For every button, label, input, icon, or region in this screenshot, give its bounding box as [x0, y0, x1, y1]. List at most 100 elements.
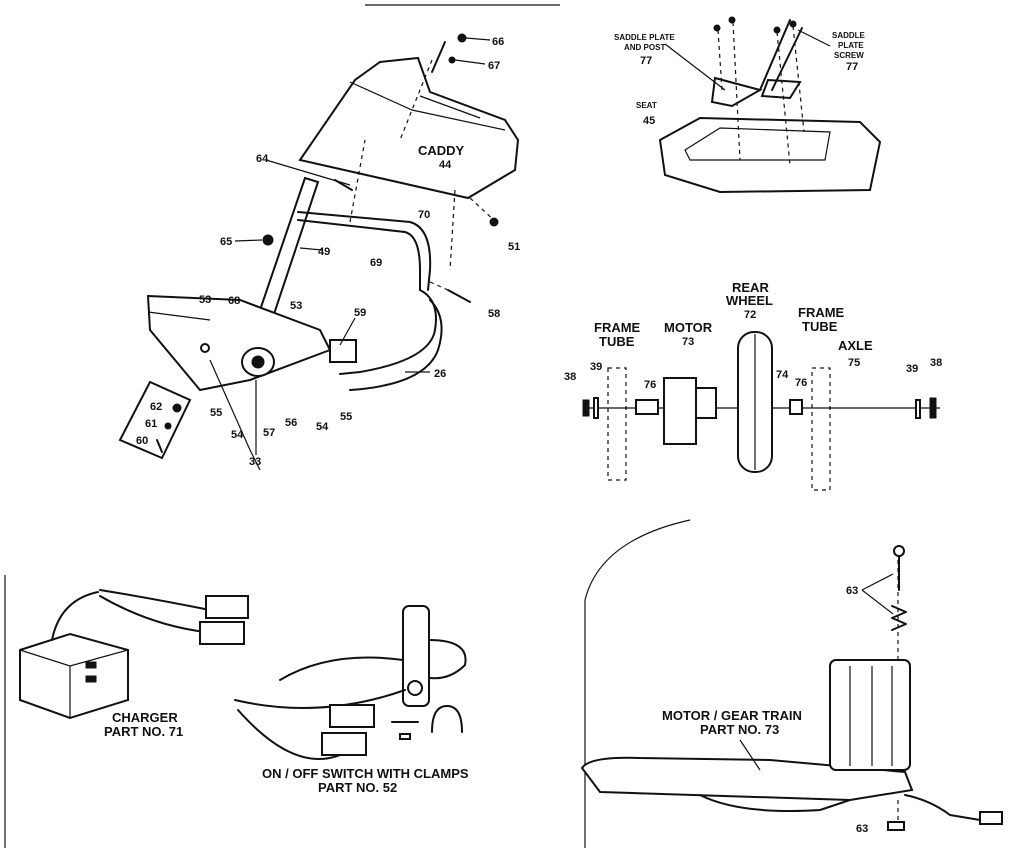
seat-label: SEAT	[636, 101, 657, 110]
washer-61	[164, 422, 172, 430]
base-plate	[146, 294, 332, 392]
frame-69	[297, 211, 432, 291]
hub-center	[251, 355, 265, 369]
leader-gear-train	[739, 739, 761, 771]
switch-cord-1	[234, 689, 406, 709]
frame-tube-right-label-1: FRAME	[798, 305, 845, 320]
spring-63	[891, 605, 907, 631]
clip-39b	[915, 399, 921, 419]
seat-recess	[684, 127, 831, 161]
label-66: 66	[492, 36, 504, 48]
nut-51	[489, 217, 499, 227]
screw-66-shaft	[431, 41, 446, 73]
label-58: 58	[488, 308, 500, 320]
label-54b: 54	[316, 421, 329, 433]
saddle-post-plate	[760, 78, 802, 100]
leader-screw	[797, 29, 831, 47]
leader-saddle-plate	[664, 43, 726, 91]
label-59: 59	[354, 307, 366, 319]
label-53b: 53	[290, 300, 302, 312]
switch-label-2: PART NO. 52	[318, 780, 397, 795]
charger-label-1: CHARGER	[112, 710, 178, 725]
spacer-76a	[635, 399, 659, 415]
leader-65	[234, 239, 263, 242]
screw-head-3	[773, 26, 781, 34]
label-69: 69	[370, 257, 382, 269]
clamp-nut	[399, 733, 411, 740]
axle-label: AXLE	[838, 338, 873, 353]
separator-curve	[584, 519, 691, 601]
caddy-part: 44	[439, 159, 452, 171]
motor-housing	[829, 659, 911, 771]
screw-dash-2	[732, 21, 741, 161]
leader-63a-1	[861, 573, 894, 591]
switch-cord-top	[279, 656, 404, 681]
leader-49	[299, 247, 323, 251]
screw-63b	[887, 821, 905, 831]
label-76a: 76	[644, 379, 656, 391]
frame-tube-left-label-2: TUBE	[599, 334, 635, 349]
switch-body	[402, 605, 430, 707]
clip-39a	[593, 397, 599, 419]
label-76b: 76	[795, 377, 807, 389]
gear-train-assembly: 63 63 MOTOR / GEAR TRAIN PART NO. 73	[580, 545, 1003, 835]
screw-head-2	[728, 16, 736, 24]
label-38b: 38	[930, 357, 942, 369]
part-64	[334, 179, 353, 191]
screw-label-1: SADDLE	[832, 31, 866, 40]
saddle-plate	[710, 76, 763, 108]
rear-wheel-label-2: WHEEL	[726, 293, 773, 308]
rear-wheel-label-1: REAR	[732, 280, 769, 295]
screw-dash-1	[717, 29, 723, 91]
caddy-body	[298, 56, 520, 200]
leader-67	[454, 59, 486, 65]
label-57: 57	[263, 427, 275, 439]
seat-assembly: SADDLE PLATE AND POST 77 SADDLE PLATE SC…	[614, 16, 882, 194]
nut-62	[172, 403, 182, 413]
charger-prong-1	[85, 661, 97, 669]
label-49: 49	[318, 246, 330, 258]
label-55b: 55	[340, 411, 352, 423]
saddle-plate-label-1: SADDLE PLATE	[614, 33, 675, 42]
gear-train-underside	[699, 794, 851, 812]
charger-label-2: PART NO. 71	[104, 724, 183, 739]
label-53a: 53	[199, 294, 211, 306]
screw-head-4	[789, 20, 797, 28]
frame-tube-right-label-2: TUBE	[802, 319, 838, 334]
dash-caddy-1	[349, 139, 366, 223]
switch-button	[407, 680, 423, 696]
label-56: 56	[285, 417, 297, 429]
rear-wheel-assembly: FRAME TUBE MOTOR 73 REAR WHEEL 72 FRAME …	[564, 280, 942, 491]
label-55a: 55	[210, 407, 222, 419]
label-54a: 54	[231, 429, 244, 441]
saddle-plate-part: 77	[640, 55, 652, 67]
switch-assembly: ON / OFF SWITCH WITH CLAMPS PART NO. 52	[234, 605, 469, 795]
label-38a: 38	[564, 371, 576, 383]
frame-26-outer	[349, 299, 443, 391]
gear-train-label-2: PART NO. 73	[700, 722, 779, 737]
seat-part: 45	[643, 115, 655, 127]
saddle-post	[759, 19, 791, 91]
clamp-ring	[431, 705, 463, 733]
label-51: 51	[508, 241, 520, 253]
gear-train-label-1: MOTOR / GEAR TRAIN	[662, 708, 802, 723]
caddy-rim	[349, 81, 506, 131]
label-60: 60	[136, 435, 148, 447]
motor-label: MOTOR	[664, 320, 713, 335]
label-26: 26	[434, 368, 446, 380]
washer-67	[448, 56, 456, 64]
leader-66	[465, 37, 491, 41]
washer-38b	[929, 397, 937, 419]
knob-65	[262, 234, 274, 246]
screw-label-3: SCREW	[834, 51, 864, 60]
screw-66-head	[457, 33, 467, 43]
label-65: 65	[220, 236, 232, 248]
caddy-frame-assembly: CADDY 44 66 67 64 49 65 70 69 51	[118, 33, 520, 471]
motor-connector	[979, 811, 1003, 825]
charger-plug-1	[205, 595, 249, 619]
saddle-plate-label-2: AND POST	[624, 43, 665, 52]
charger-prong-2	[85, 675, 97, 683]
switch-plug-1	[329, 704, 375, 728]
leader-59	[339, 317, 356, 346]
